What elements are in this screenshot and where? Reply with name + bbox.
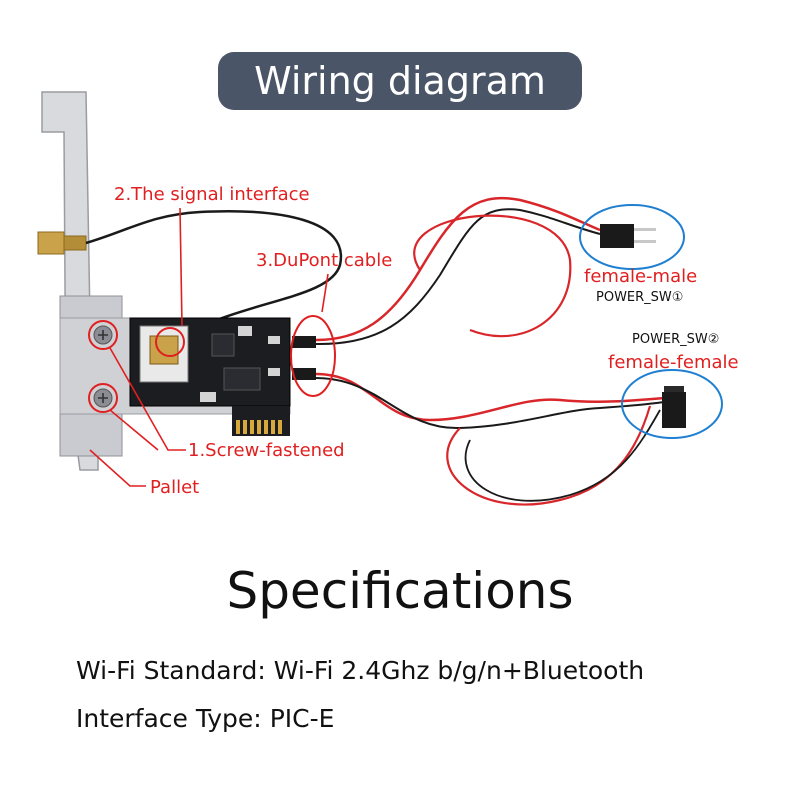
screw-leader-top bbox=[109, 347, 186, 451]
label-power-sw2: POWER_SW② bbox=[632, 332, 720, 347]
antenna-cable bbox=[85, 210, 343, 342]
label-screw-fastened: 1.Screw-fastened bbox=[188, 440, 345, 461]
wire-loop-2 bbox=[446, 405, 652, 506]
male-connector-1 bbox=[600, 224, 656, 248]
screw-top-marker bbox=[88, 320, 118, 350]
label-power-sw1: POWER_SW① bbox=[596, 290, 684, 305]
female-female-marker bbox=[621, 369, 723, 439]
spec-interface-type: Interface Type:PIC-E bbox=[76, 704, 342, 733]
spec-key: Interface Type: bbox=[76, 704, 262, 733]
wire-loop-1 bbox=[413, 214, 572, 338]
screw-bottom-marker bbox=[88, 383, 118, 413]
label-pallet: Pallet bbox=[150, 477, 200, 498]
pcb-board bbox=[129, 317, 316, 436]
female-connector-2 bbox=[662, 386, 686, 428]
signal-interface-marker bbox=[155, 327, 185, 357]
signal-leader bbox=[179, 207, 183, 327]
spec-key: Wi-Fi Standard: bbox=[76, 656, 266, 685]
screw-leader-bottom bbox=[109, 409, 159, 451]
female-male-marker bbox=[579, 204, 685, 270]
label-signal-interface: 2.The signal interface bbox=[114, 184, 310, 205]
wire-black-1 bbox=[315, 208, 601, 346]
spec-wifi-standard: Wi-Fi Standard:Wi-Fi 2.4Ghz b/g/n+Blueto… bbox=[76, 656, 652, 685]
wire-loop-2-black bbox=[464, 409, 661, 502]
wire-red-2 bbox=[315, 372, 665, 422]
title-banner: Wiring diagram bbox=[218, 52, 582, 110]
wire-black-2 bbox=[315, 377, 665, 430]
label-female-male: female-male bbox=[584, 266, 698, 287]
spec-value: PIC-E bbox=[269, 704, 335, 733]
label-dupont-cable: 3.DuPont cable bbox=[256, 250, 393, 271]
antenna-connector bbox=[37, 231, 87, 255]
dupont-leader bbox=[321, 273, 329, 313]
label-female-female: female-female bbox=[608, 352, 739, 373]
pallet-leader bbox=[89, 449, 146, 487]
screw-bottom bbox=[93, 388, 113, 408]
wiring-diagram bbox=[37, 91, 723, 506]
spec-value: Wi-Fi 2.4Ghz b/g/n+Bluetooth bbox=[273, 656, 645, 685]
specifications-heading: Specifications bbox=[226, 562, 574, 620]
dupont-cable-marker bbox=[290, 315, 336, 397]
screw-top bbox=[93, 325, 113, 345]
